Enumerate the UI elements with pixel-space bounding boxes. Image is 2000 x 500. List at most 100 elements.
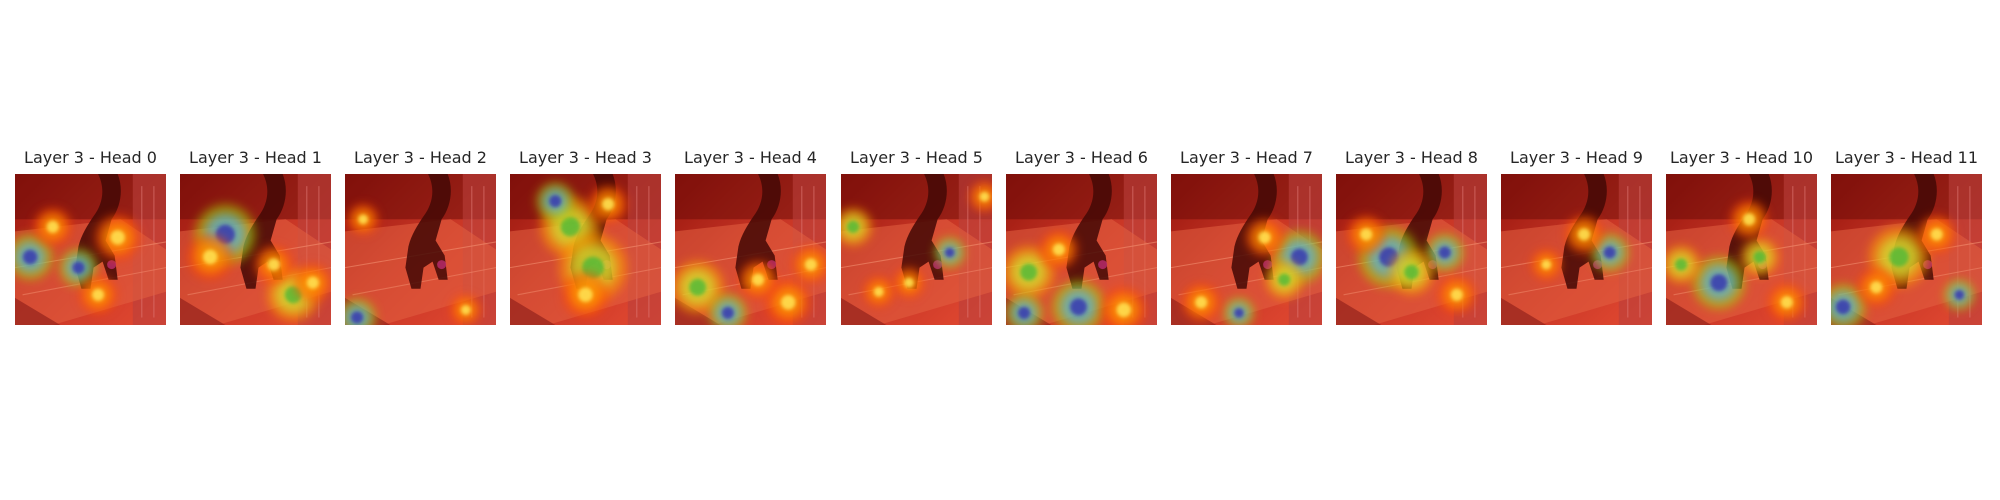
attention-hotspot [1889, 247, 1909, 267]
attention-hotspot [1404, 264, 1419, 280]
attention-hotspot [1070, 298, 1087, 316]
heatmap-tint [841, 174, 992, 325]
attention-hotspot [602, 198, 615, 211]
attention-hotspot [351, 311, 364, 324]
heatmap-tint [1171, 174, 1322, 325]
robot-gripper [437, 260, 447, 270]
attention-hotspot [306, 276, 319, 289]
attention-hotspot [1195, 296, 1208, 309]
attention-hotspot [1018, 306, 1031, 319]
attention-hotspot [1675, 258, 1688, 271]
attention-heatmap-image [841, 174, 992, 325]
robot-silhouette [901, 174, 947, 289]
attention-hotspot [904, 277, 914, 288]
attention-hotspot [1954, 289, 1965, 300]
attention-hotspot [1578, 228, 1591, 241]
attention-heatmap-image [675, 174, 826, 325]
heatmap-tint [1501, 174, 1652, 325]
panel-title: Layer 3 - Head 7 [1180, 148, 1313, 167]
panel-title: Layer 3 - Head 8 [1345, 148, 1478, 167]
panel-title: Layer 3 - Head 5 [850, 148, 983, 167]
attention-heatmap-image [1501, 174, 1652, 325]
attention-hotspot [804, 258, 817, 271]
panel-title: Layer 3 - Head 6 [1015, 148, 1148, 167]
heatmap-tint [180, 174, 331, 325]
attention-hotspot [22, 249, 38, 265]
heatmap-tint [510, 174, 661, 325]
attention-hotspot [358, 214, 368, 225]
panel-title: Layer 3 - Head 3 [519, 148, 652, 167]
attention-heatmap-image [1006, 174, 1157, 325]
attention-hotspot [578, 287, 593, 303]
attention-heatmap-image [1831, 174, 1982, 325]
attention-hotspot [1020, 263, 1038, 281]
panel-title: Layer 3 - Head 4 [684, 148, 817, 167]
attention-hotspot [873, 286, 884, 297]
heatmap-tint [675, 174, 826, 325]
attention-hotspot [549, 195, 562, 208]
counter-line [352, 267, 496, 296]
attention-hotspot [1753, 251, 1766, 264]
attention-hotspot [1360, 228, 1373, 241]
attention-hotspot [721, 306, 734, 319]
panel-title: Layer 3 - Head 1 [189, 148, 322, 167]
attention-hotspot [944, 247, 955, 258]
attention-heatmap-image [180, 174, 331, 325]
attention-hotspot [1290, 248, 1308, 266]
attention-hotspot [752, 273, 765, 286]
attention-hotspot [847, 220, 860, 233]
attention-hotspot [1743, 213, 1756, 226]
panel-title: Layer 3 - Head 9 [1510, 148, 1643, 167]
attention-hotspot [1258, 231, 1271, 244]
attention-hotspot [92, 288, 105, 301]
attention-hotspot [1438, 246, 1451, 259]
attention-hotspot [1116, 302, 1132, 318]
attention-hotspot [46, 220, 59, 233]
scene-floor [1501, 297, 1547, 325]
attention-hotspot [979, 191, 990, 202]
attention-hotspot [1835, 299, 1851, 315]
attention-hotspot [1870, 281, 1883, 294]
attention-hotspot [1603, 246, 1616, 259]
heatmap-tint [345, 174, 496, 325]
attention-hotspot [1541, 259, 1552, 270]
robot-silhouette [1066, 174, 1112, 289]
scene-floor [180, 297, 226, 325]
attention-hotspot [689, 278, 707, 296]
attention-hotspot [460, 305, 471, 315]
scene-floor [1336, 297, 1382, 325]
attention-heatmap-image [15, 174, 166, 325]
attention-hotspot [1278, 273, 1291, 286]
robot-gripper [1098, 260, 1108, 270]
robot-silhouette [405, 174, 451, 289]
attention-hotspot [1930, 228, 1943, 241]
scene-floor [1171, 297, 1217, 325]
attention-heatmap-image [1666, 174, 1817, 325]
attention-hotspot [267, 258, 280, 271]
heatmap-tint [15, 174, 166, 325]
panel-title: Layer 3 - Head 11 [1834, 148, 1979, 167]
attention-hotspot [1780, 296, 1793, 309]
attention-hotspot [1450, 288, 1463, 301]
panel-title: Layer 3 - Head 10 [1669, 148, 1814, 167]
panel-title: Layer 3 - Head 2 [354, 148, 487, 167]
robot-silhouette [735, 174, 781, 289]
counter-line [1508, 267, 1652, 296]
robot-gripper [1263, 260, 1273, 270]
attention-heatmap-image [1171, 174, 1322, 325]
attention-hotspot [781, 295, 796, 310]
robot-gripper [107, 260, 117, 270]
attention-hotspot [72, 261, 85, 274]
attention-hotspot [202, 249, 218, 265]
heatmap-tint [1336, 174, 1487, 325]
attention-heatmap-image [510, 174, 661, 325]
heatmap-tint [1831, 174, 1982, 325]
panel-title: Layer 3 - Head 0 [24, 148, 157, 167]
attention-heatmap-image [1336, 174, 1487, 325]
attention-hotspot [560, 217, 581, 237]
attention-hotspot [1052, 243, 1065, 256]
attention-hotspot [1234, 308, 1244, 318]
attention-hotspot [110, 230, 125, 245]
heatmap-tint [1666, 174, 1817, 325]
scene-floor [1666, 297, 1712, 325]
